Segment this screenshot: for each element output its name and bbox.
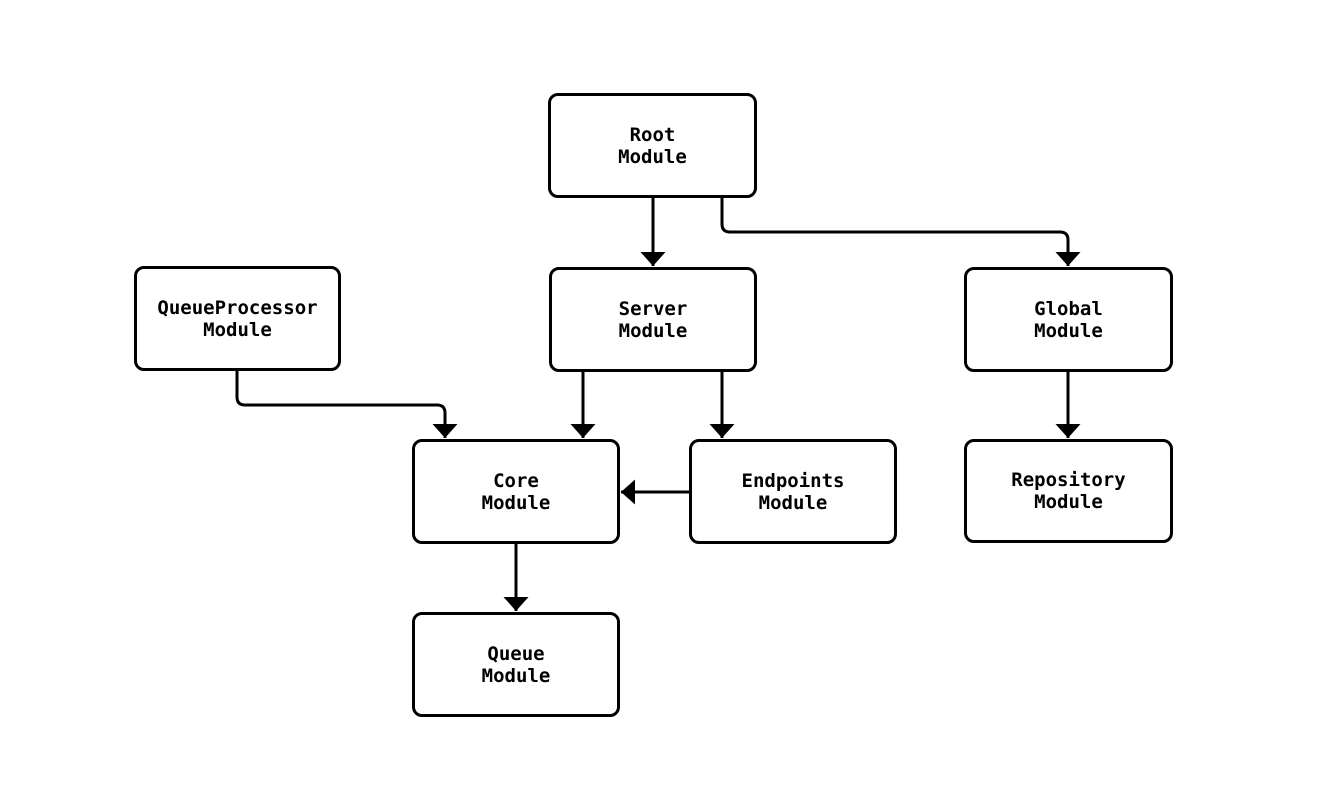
node-label: Module: [481, 664, 551, 687]
node-label: Server: [618, 297, 688, 320]
node-label: Module: [1034, 491, 1103, 513]
node-label: Endpoints: [741, 469, 845, 492]
node-label: Global: [1034, 297, 1103, 320]
node-label: QueueProcessor: [157, 296, 318, 319]
node-label: Module: [758, 491, 828, 514]
node-label: Module: [481, 491, 551, 514]
node-label: Module: [1034, 319, 1103, 342]
edges-group: [235, 198, 1081, 611]
node-label: Root: [629, 123, 676, 146]
edge-queue-processor-to-core: [235, 371, 458, 438]
node-label: Module: [618, 319, 688, 342]
node-label: Queue: [487, 642, 545, 665]
node-label: Repository: [1011, 469, 1126, 491]
edge-root-to-global: [720, 198, 1081, 266]
node-label: Module: [203, 318, 272, 341]
node-label: Core: [493, 469, 539, 492]
node-label: Module: [618, 145, 687, 168]
